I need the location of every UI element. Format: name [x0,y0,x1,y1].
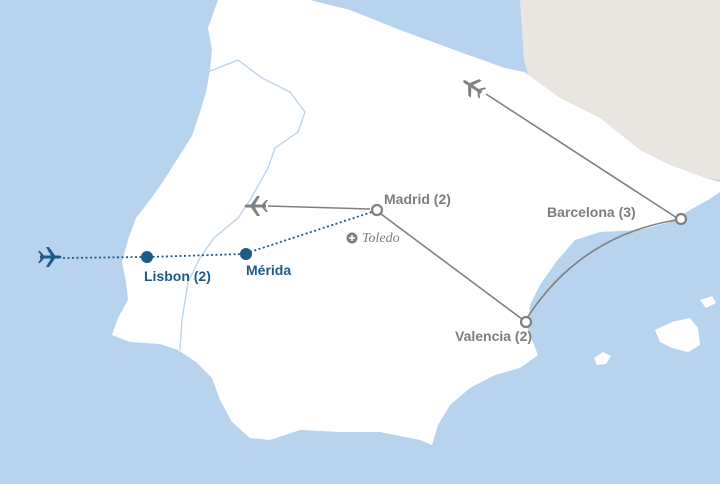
route-madrid-westflight [267,205,371,210]
lisbon-marker [141,251,153,263]
route-madrid-valencia [380,213,523,320]
plane-icon [463,79,487,99]
route-merida-madrid [249,211,373,253]
mallorca-island [655,318,700,352]
plus-circle-icon [346,232,358,244]
madrid-marker [370,203,384,217]
menorca-island [700,296,716,308]
plane-icon [244,196,268,216]
france-landmass [520,0,720,180]
city-label-valencia: Valencia (2) [455,328,533,344]
merida-marker [240,248,252,260]
city-label-madrid: Madrid (2) [384,191,451,207]
excursion-label-toledo: Toledo [362,231,400,246]
valencia-marker [519,315,533,329]
barcelona-marker [674,212,688,226]
city-label-barcelona: Barcelona (3) [547,204,636,220]
plane-icon [38,247,62,267]
route-valencia-barcelona [526,219,677,319]
portugal-spain-border [179,59,306,351]
iberia-landmass [112,0,720,445]
route-barcelona-flight [485,93,678,219]
ibiza-island [594,352,611,365]
city-label-merida: Mérida [246,262,292,278]
city-label-lisbon: Lisbon (2) [144,268,211,284]
